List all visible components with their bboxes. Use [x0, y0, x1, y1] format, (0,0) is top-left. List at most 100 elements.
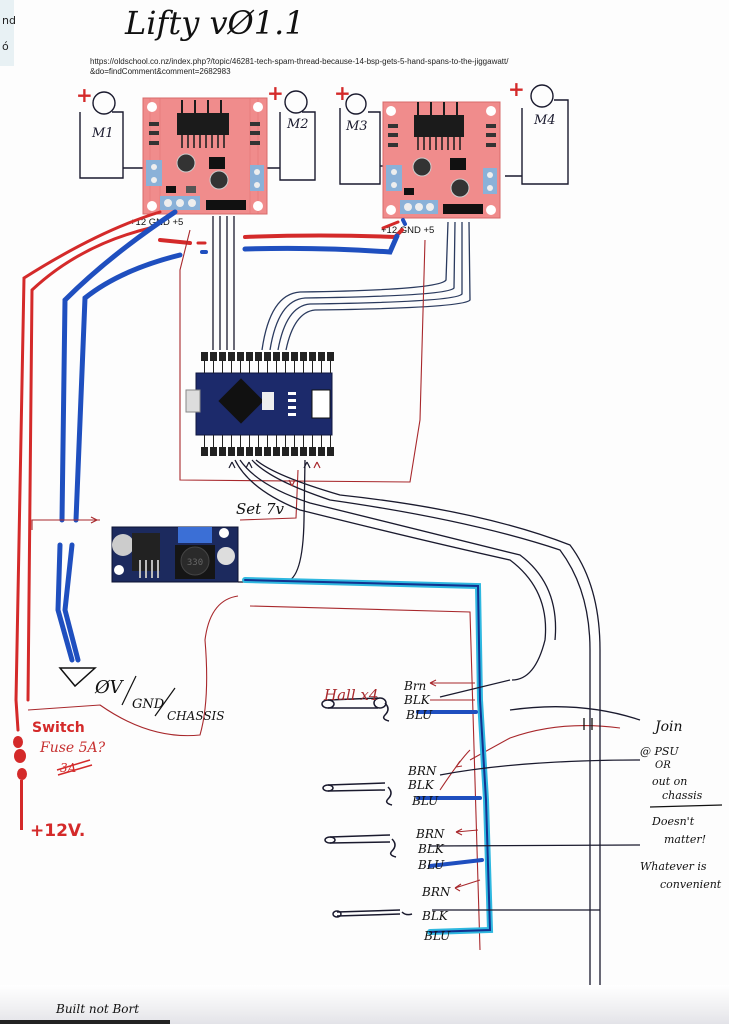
hall-sensor-2	[322, 782, 393, 806]
nano-bottom-pin	[201, 447, 208, 456]
ground-icon	[58, 667, 97, 688]
nano-top-pin	[210, 352, 217, 361]
ground-label-0v: ØV	[94, 677, 124, 698]
switch-label: Switch	[32, 720, 85, 736]
negative-wires	[55, 209, 407, 663]
nano-top-pin	[255, 352, 262, 361]
motor-m3-plus-icon: +	[334, 81, 351, 105]
title: Lifty vØ1.1	[124, 4, 305, 42]
motor-m1	[79, 91, 148, 179]
edge-fragment: nd ó	[0, 0, 16, 66]
motor-m1-label: M1	[91, 126, 114, 141]
signal-wires-driver-1	[212, 216, 235, 350]
nano-bottom-pin	[318, 447, 325, 456]
nano-top-pin	[300, 352, 307, 361]
join-note-line-7: matter!	[664, 833, 706, 846]
nano-top-pin	[291, 352, 298, 361]
nano-top-pin	[273, 352, 280, 361]
hall-signal-wires	[234, 459, 601, 1010]
nano-top-pin	[246, 352, 253, 361]
join-note-line-1: Join	[652, 719, 683, 735]
nano-bottom-pin	[210, 447, 217, 456]
hall-3-wire-blu: BLU	[417, 858, 445, 872]
join-note-line-4: out on	[652, 775, 687, 788]
hall-4-wire-brn: BRN	[421, 885, 451, 899]
positive-wires	[14, 210, 404, 732]
hall-3-wire-brn: BRN	[415, 827, 445, 841]
hall-blue-bus	[242, 577, 494, 935]
nano-bottom-pin	[219, 447, 226, 456]
buck-note: Set 7v	[236, 500, 284, 518]
motor-m2-label: M2	[286, 117, 309, 132]
motor-m4-plus-icon: +	[508, 77, 525, 101]
nano-bottom-pin	[228, 447, 235, 456]
hall-sensor-3	[324, 834, 397, 858]
fuse-switch-assembly	[13, 736, 27, 830]
buck-converter: 330	[111, 526, 239, 583]
page-bottom-shadow	[0, 985, 729, 1024]
hall-1-wire-brn: Brn	[403, 679, 426, 693]
nano-bottom-pin	[291, 447, 298, 456]
motor-driver-1	[142, 97, 268, 215]
join-note-line-9: convenient	[660, 878, 722, 891]
supply-label: +12V.	[30, 821, 85, 841]
nano-bottom-pin	[246, 447, 253, 456]
fuse-label: Fuse 5A?	[39, 740, 106, 756]
join-note-line-6: Doesn't	[651, 815, 695, 828]
driver-2-terminal-labels: +12 GND +5	[381, 225, 434, 236]
hall-sensor-4	[332, 909, 413, 918]
nano-top-pin	[237, 352, 244, 361]
nano-top-pin	[219, 352, 226, 361]
footer-note: Built not Bort	[56, 1002, 140, 1016]
nano-top-pin	[309, 352, 316, 361]
motor-m4-label: M4	[533, 113, 556, 128]
motor-m2-plus-icon: +	[267, 81, 284, 105]
page-bottom-edge	[0, 1020, 170, 1024]
ground-label-chassis: CHASSIS	[167, 709, 225, 723]
inductor-marking: 330	[187, 558, 203, 568]
nano-top-pin	[264, 352, 271, 361]
join-note-line-2: @ PSU	[640, 745, 679, 758]
join-note-line-3: OR	[655, 760, 671, 771]
nano-top-pin	[228, 352, 235, 361]
join-note-line-8: Whatever is	[640, 860, 707, 873]
nano-bottom-pin	[300, 447, 307, 456]
motor-m2	[262, 90, 316, 181]
hall-1-wire-blk: BLK	[403, 693, 431, 707]
arduino-nano	[185, 352, 334, 456]
join-note-line-5: chassis	[662, 789, 703, 802]
hall-2-wire-brn: BRN	[407, 764, 437, 778]
url-line-2: &do=findComment&comment=2682983	[90, 67, 231, 76]
motor-driver-2	[382, 101, 501, 219]
edge-text-1: nd	[2, 14, 16, 27]
motor-m4	[505, 84, 569, 185]
motor-m1-plus-icon: +	[76, 83, 93, 107]
nano-top-pin	[282, 352, 289, 361]
join-note: Join @ PSU OR out on chassis Doesn't mat…	[640, 719, 723, 891]
nano-top-pin	[327, 352, 334, 361]
hall-sensor-1	[321, 697, 390, 722]
ground-label-gnd: GND	[132, 697, 165, 712]
nano-bottom-pin	[273, 447, 280, 456]
nano-bottom-pin	[327, 447, 334, 456]
nano-bottom-pin	[255, 447, 262, 456]
nano-bottom-pin	[237, 447, 244, 456]
motor-m3-label: M3	[345, 119, 368, 134]
nano-bottom-pin	[264, 447, 271, 456]
nano-bottom-pin	[282, 447, 289, 456]
edge-text-2: ó	[2, 40, 9, 53]
nano-top-pin	[201, 352, 208, 361]
hall-2-wire-blu: BLU	[411, 794, 439, 808]
signal-wires-driver-2	[261, 221, 471, 351]
nano-bottom-pin	[309, 447, 316, 456]
hall-1-wire-blu: BLU	[405, 708, 433, 722]
five-volt-wires	[27, 229, 621, 951]
nano-top-pin	[318, 352, 325, 361]
hall-black-wires	[429, 679, 641, 911]
url-line-1: https://oldschool.co.nz/index.php?/topic…	[90, 57, 509, 66]
hall-2-wire-blk: BLK	[407, 778, 435, 792]
struck-fuse-value: 3A	[56, 759, 93, 776]
hall-3-wire-blk: BLK	[417, 842, 445, 856]
